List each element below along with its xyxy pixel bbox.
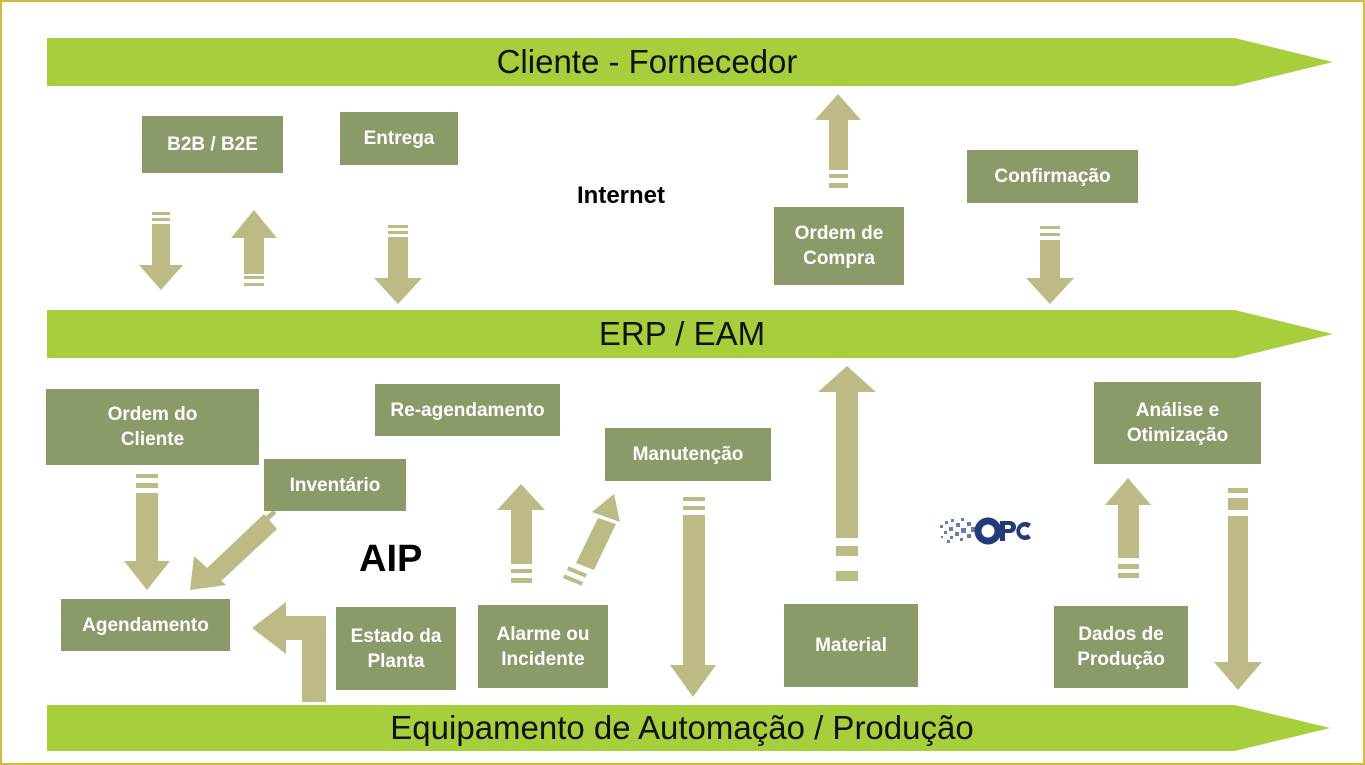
band-middle-label: ERP / EAM <box>598 315 766 352</box>
box-analise: Análise e Otimização <box>1094 382 1261 464</box>
box-ordem-compra: Ordem de Compra <box>774 207 904 285</box>
arrow-up-ordem-compra <box>815 94 861 188</box>
arrow-down-entrega <box>374 225 422 304</box>
box-estado-planta: Estado da Planta <box>336 607 456 690</box>
box-ordem-cliente: Ordem do Cliente <box>46 389 259 465</box>
arrow-down-analise <box>1214 488 1262 690</box>
band-bottom-shape <box>47 705 1330 751</box>
arrow-down-ordem-cliente <box>124 474 170 590</box>
internet-label: Internet <box>577 182 666 209</box>
arrow-up-b2b <box>231 210 277 286</box>
box-manutencao: Manutenção <box>605 428 771 481</box>
box-b2b: B2B / B2E <box>142 116 283 173</box>
box-dados-producao: Dados de Produção <box>1054 606 1188 688</box>
aip-label: AIP <box>359 538 423 580</box>
opc-logo-icon <box>940 517 1031 545</box>
arrow-down-manutencao <box>670 497 716 697</box>
band-bottom-label: Equipamento de Automação / Produção <box>390 709 974 746</box>
arrow-diagonal-inventario <box>190 509 277 590</box>
arrow-elbow-estado-planta <box>252 602 326 702</box>
arrow-down-confirmacao <box>1026 226 1074 304</box>
band-top-label: Cliente - Fornecedor <box>496 43 798 80</box>
band-top-shape <box>47 38 1333 86</box>
box-agendamento: Agendamento <box>61 599 230 651</box>
arrow-diagonal-alarme <box>562 494 620 586</box>
band-middle-shape <box>47 310 1333 358</box>
box-alarme: Alarme ou Incidente <box>478 605 608 688</box>
box-re-agendamento: Re-agendamento <box>375 384 560 436</box>
box-inventario: Inventário <box>264 459 406 511</box>
box-confirmacao: Confirmação <box>967 150 1138 203</box>
box-entrega: Entrega <box>340 112 458 165</box>
arrow-down-b2b <box>139 212 183 290</box>
box-material: Material <box>784 604 918 687</box>
arrow-up-dados <box>1105 478 1151 578</box>
arrow-up-material <box>818 366 876 581</box>
arrow-up-alarme <box>497 484 545 583</box>
